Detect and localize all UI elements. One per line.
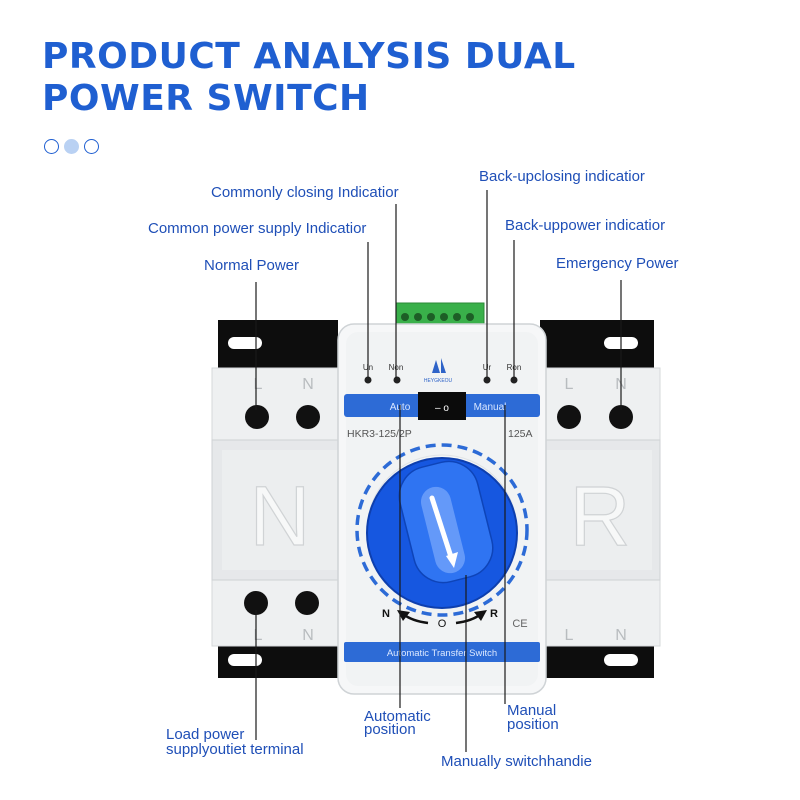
callout-load-power-line1: Load power	[166, 726, 245, 743]
carousel-dot-3[interactable]	[84, 139, 99, 154]
module-letter-r: R	[570, 469, 631, 563]
callout-common-power-supply: Common power supply Indicatior	[148, 220, 367, 237]
current-rating: 125A	[508, 428, 533, 440]
terminal-label-l: L	[565, 376, 574, 393]
dial-label-r: R	[490, 608, 498, 620]
bracket-slot	[604, 654, 638, 666]
terminal-screw	[557, 405, 581, 429]
title-line-2: POWER SWITCH	[42, 78, 370, 119]
callout-normal-power: Normal Power	[204, 257, 300, 274]
terminal-label-l: L	[254, 376, 263, 393]
carousel-dot-2[interactable]	[64, 139, 79, 154]
dial-label-o: O	[438, 618, 447, 630]
callout-load-power-line2: supplyoutiet terminal	[166, 741, 304, 758]
footer-bar	[344, 642, 540, 662]
terminal-screw	[609, 405, 633, 429]
ce-mark: CE	[512, 618, 527, 630]
terminal-label-n: N	[615, 627, 627, 644]
mode-switch-symbol: – o	[435, 403, 449, 414]
switch-handle[interactable]	[366, 455, 518, 609]
breaker-module-n: L N L N N	[211, 367, 349, 647]
terminal-label-n: N	[302, 376, 314, 393]
callout-commonly-closing: Commonly closing Indicatior	[211, 184, 399, 201]
brand-name: HEYGKEOU	[424, 378, 453, 384]
callout-manual-line1: Manual	[507, 702, 557, 719]
carousel-dots[interactable]	[44, 139, 99, 154]
callout-automatic-line1: Automatic	[364, 708, 431, 725]
callout-automatic-line2: position	[364, 721, 416, 738]
dial-label-n: N	[382, 608, 390, 620]
callout-manual-line2: position	[507, 716, 559, 733]
mode-manual-label: Manual	[474, 402, 507, 413]
footer-label: Automatic Transfer Switch	[387, 648, 497, 659]
bracket-slot	[228, 337, 262, 349]
terminal-label-l: L	[254, 627, 263, 644]
indicator-led-ron	[510, 376, 518, 384]
carousel-dot-1[interactable]	[44, 139, 59, 154]
indicator-led-ur	[483, 376, 491, 384]
breaker-module-r: L N L N R	[535, 367, 661, 647]
callout-back-upclosing: Back-upclosing indicatior	[479, 168, 645, 185]
indicator-led-non	[393, 376, 401, 384]
terminal-screw	[295, 591, 319, 615]
arrow-right-head	[474, 610, 487, 621]
terminal-label-n: N	[302, 627, 314, 644]
terminal-label-l: L	[565, 627, 574, 644]
leader-lines	[255, 190, 622, 752]
module-letter-n: N	[250, 469, 311, 563]
model-number: HKR3-125/2P	[347, 428, 412, 440]
dial-ring	[355, 443, 529, 617]
bracket-slot	[228, 654, 262, 666]
brand-logo: HEYGKEOU	[424, 358, 453, 384]
callout-handle: Manually switchhandie	[441, 753, 592, 770]
callout-emergency-power: Emergency Power	[556, 255, 679, 272]
page-title: PRODUCT ANALYSIS DUAL POWER SWITCH	[42, 36, 576, 120]
indicator-led-un	[364, 376, 372, 384]
callout-back-uppower: Back-uppower indicatior	[505, 217, 666, 234]
terminal-screw	[296, 405, 320, 429]
mode-switch[interactable]	[418, 392, 466, 420]
terminal-screw	[245, 405, 269, 429]
title-line-1: PRODUCT ANALYSIS DUAL	[42, 36, 576, 77]
terminal-screw	[244, 591, 268, 615]
